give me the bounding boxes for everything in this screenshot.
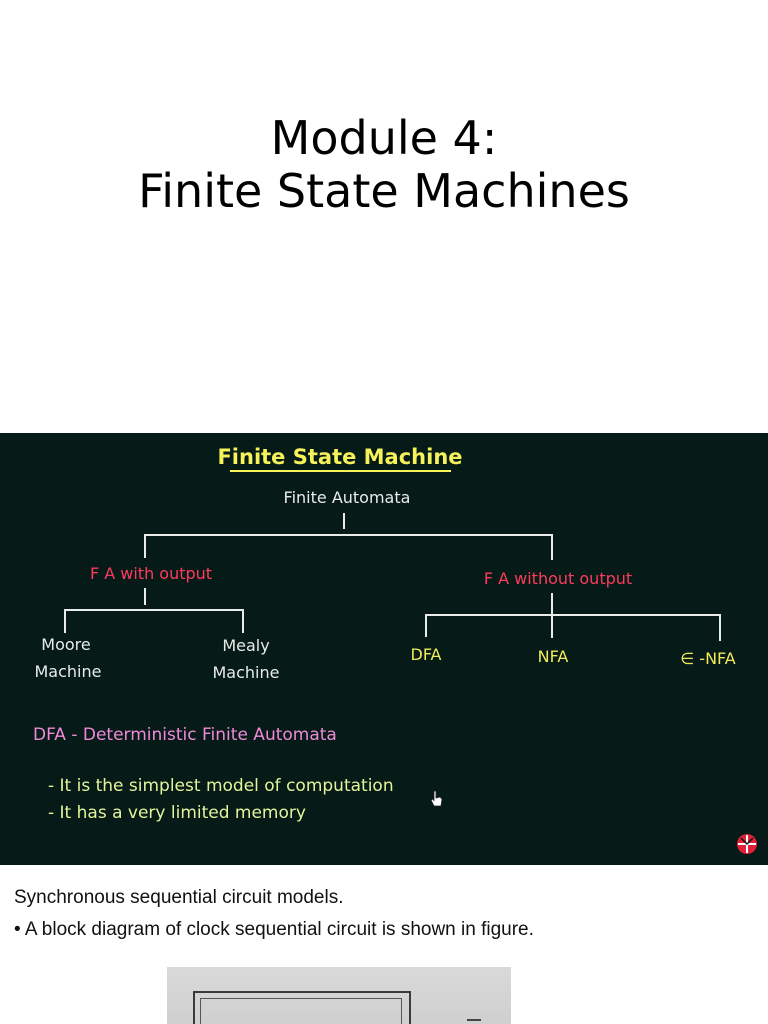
moore-label-1: Moore [41,635,90,654]
diagram-inner-block [200,998,402,1024]
root-node: Finite Automata [284,488,411,507]
slide-title: Module 4: Finite State Machines [0,112,768,218]
caption-line-1: Synchronous sequential circuit models. [14,887,344,908]
fa-with-output: F A with output [90,564,212,583]
diagram-outer-block [193,991,411,1024]
circuit-block-diagram-photo [167,967,511,1024]
chalkboard-image: Finite State Machine Finite Automata F A… [0,433,768,865]
title-line-2: Finite State Machines [138,164,630,218]
enfa-label: ∈ -NFA [680,649,736,668]
board-heading: Finite State Machine [217,445,462,469]
diagram-arrow-stub [467,1019,481,1021]
dfa-definition: DFA - Deterministic Finite Automata [33,725,337,745]
mealy-label-1: Mealy [222,636,269,655]
slide-caption: Synchronous sequential circuit models. •… [14,882,534,946]
title-line-1: Module 4: [270,111,498,165]
fa-without-output: F A without output [484,569,632,588]
nfa-label: NFA [538,647,569,666]
moore-label-2: Machine [35,662,102,681]
tree-connectors [64,513,721,641]
dfa-label: DFA [411,645,442,664]
mealy-label-2: Machine [213,663,280,682]
caption-bullet: • A block diagram of clock sequential ci… [14,919,534,940]
dfa-point-2: - It has a very limited memory [48,803,306,823]
channel-logo-icon [737,834,757,854]
hand-cursor-icon [430,790,443,807]
dfa-point-1: - It is the simplest model of computatio… [48,776,394,796]
fsm-tree-diagram: Finite State Machine Finite Automata F A… [33,445,757,854]
